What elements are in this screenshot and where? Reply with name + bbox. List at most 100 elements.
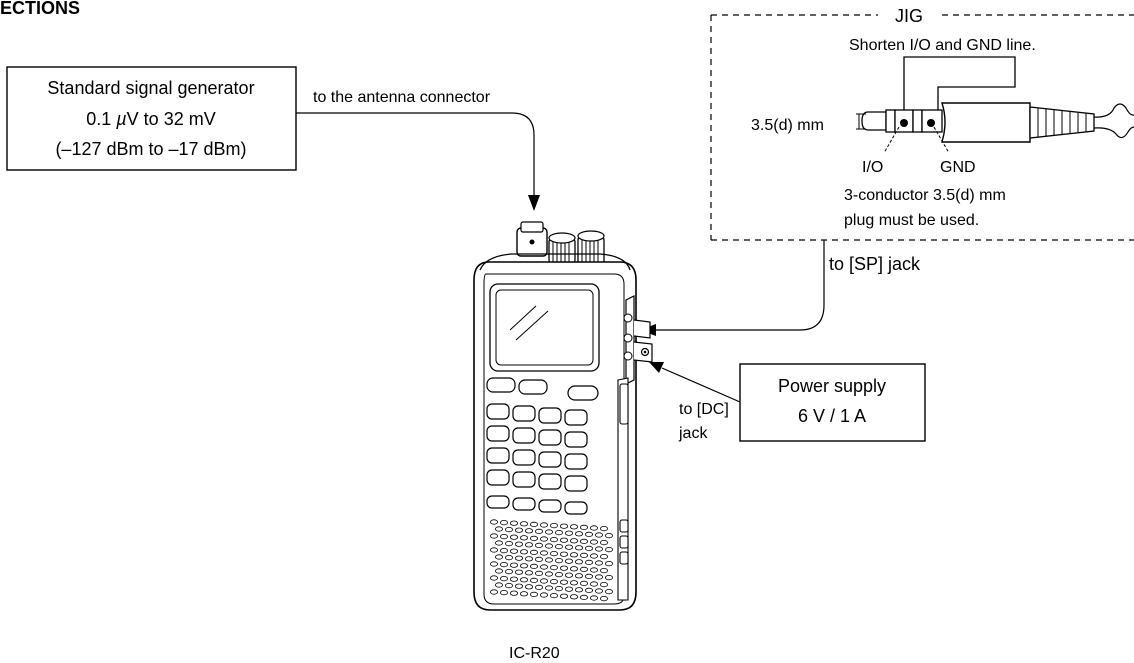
speaker-hole (509, 562, 518, 568)
speaker-hole (530, 577, 539, 584)
speaker-hole (600, 539, 609, 546)
generator-line3: (–127 dBm to –17 dBm) (55, 139, 246, 159)
speaker-hole (504, 526, 513, 533)
speaker-hole (560, 537, 569, 543)
speaker-hole (590, 539, 599, 545)
speaker-hole (499, 589, 508, 596)
speaker-hole (570, 538, 579, 544)
speaker-hole (550, 578, 559, 585)
speaker-hole (565, 544, 574, 550)
speaker-hole (595, 546, 604, 552)
speaker-hole (509, 576, 518, 582)
speaker-hole (489, 547, 498, 553)
speaker-hole (515, 569, 524, 575)
speaker-hole (499, 519, 508, 526)
speaker-hole (499, 575, 508, 582)
power-supply-line1: Power supply (778, 376, 886, 396)
speaker-hole (580, 594, 589, 601)
speaker-hole (580, 552, 589, 559)
speaker-hole (489, 533, 498, 539)
speaker-hole (535, 542, 544, 549)
speaker-hole (575, 531, 584, 537)
speaker-hole (509, 534, 518, 540)
speaker-hole (530, 563, 539, 570)
generator-line2: 0.1 µV to 32 mV (86, 109, 215, 129)
sp-cable (656, 240, 825, 331)
speaker-hole (535, 584, 544, 591)
plug-note-line2: plug must be used. (844, 212, 979, 229)
speaker-hole (509, 548, 518, 554)
speaker-hole (595, 588, 604, 594)
speaker-hole (550, 592, 559, 599)
speaker-hole (600, 595, 609, 602)
speaker-hole (550, 522, 559, 529)
speaker-hole (540, 536, 549, 542)
speaker-hole (489, 589, 498, 595)
speaker-hole (515, 541, 524, 547)
speaker-hole (530, 521, 539, 528)
speaker-hole (550, 550, 559, 557)
speaker-hole (570, 580, 579, 586)
dc-arrow-head (649, 362, 664, 373)
speaker-hole (590, 595, 599, 601)
speaker-hole (595, 560, 604, 566)
speaker-hole (605, 546, 614, 553)
jig-title: JIG (895, 6, 923, 26)
speaker-hole (535, 528, 544, 535)
speaker-hole (570, 566, 579, 572)
speaker-hole (560, 593, 569, 599)
speaker-hole (570, 552, 579, 558)
speaker-hole (565, 586, 574, 592)
speaker-hole (580, 580, 589, 587)
io-label: I/O (862, 159, 883, 176)
speaker-hole (535, 556, 544, 563)
speaker-hole (489, 561, 498, 567)
speaker-hole (520, 535, 529, 541)
speaker-hole (540, 592, 549, 598)
speaker-hole (494, 582, 503, 588)
section-title: ECTIONS (0, 0, 80, 18)
generator-line1: Standard signal generator (47, 78, 254, 98)
radio-speaker-grille (489, 519, 614, 602)
speaker-hole (545, 543, 554, 549)
jig-shorten-note: Shorten I/O and GND line. (849, 37, 1036, 54)
speaker-hole (489, 575, 498, 581)
speaker-hole (540, 578, 549, 584)
power-supply-box: Power supply 6 V / 1 A (739, 363, 926, 442)
radio-side-jacks (623, 295, 653, 385)
antenna-connector-label: to the antenna connector (313, 89, 491, 106)
speaker-hole (580, 538, 589, 545)
speaker-hole (555, 585, 564, 592)
speaker-hole (575, 587, 584, 593)
speaker-hole (520, 521, 529, 527)
radio-illustration (473, 221, 653, 611)
speaker-hole (590, 525, 599, 531)
speaker-hole (509, 590, 518, 596)
speaker-hole (550, 564, 559, 571)
antenna-arrow-head (528, 195, 540, 211)
speaker-hole (525, 556, 534, 562)
plug-drawing (861, 102, 1134, 143)
speaker-hole (585, 545, 594, 552)
speaker-hole (540, 550, 549, 556)
contact-leaders (883, 126, 950, 154)
dc-jack-label-line1: to [DC] (679, 401, 729, 418)
speaker-hole (605, 574, 614, 581)
speaker-hole (605, 532, 614, 539)
speaker-hole (509, 520, 518, 526)
speaker-hole (605, 560, 614, 567)
shorten-wire (903, 56, 1016, 124)
speaker-hole (499, 547, 508, 554)
speaker-hole (605, 588, 614, 595)
speaker-hole (550, 536, 559, 543)
speaker-hole (600, 525, 609, 532)
speaker-hole (540, 522, 549, 528)
speaker-hole (504, 554, 513, 561)
speaker-hole (555, 529, 564, 536)
speaker-hole (555, 557, 564, 564)
speaker-hole (530, 535, 539, 542)
speaker-hole (570, 594, 579, 600)
speaker-hole (560, 565, 569, 571)
speaker-hole (575, 545, 584, 551)
